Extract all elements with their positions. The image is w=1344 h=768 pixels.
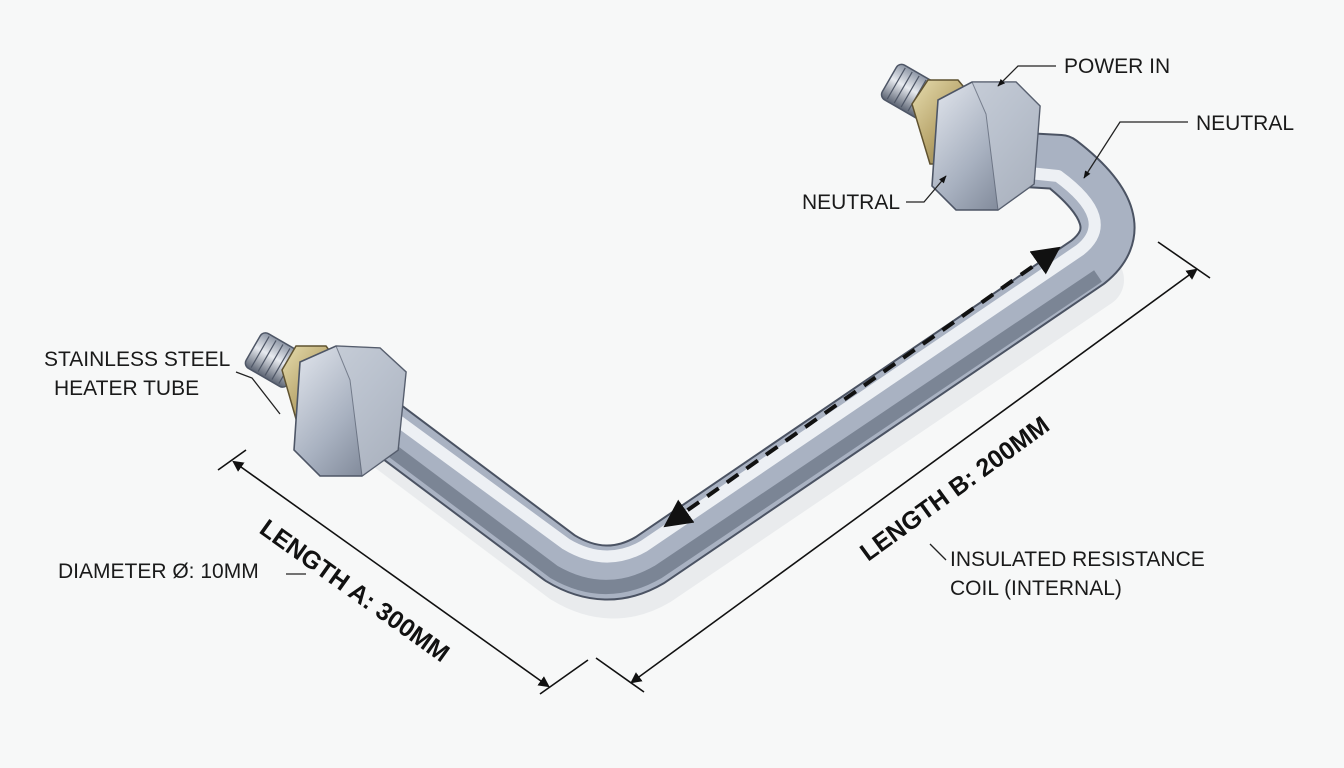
right-hex-face xyxy=(971,81,1041,211)
dim-a-line xyxy=(232,460,550,688)
dim-b-ext-left xyxy=(595,657,645,693)
leader-coil xyxy=(929,543,947,561)
left-fitting xyxy=(244,332,407,477)
label-coil-line1: INSULATED RESISTANCE xyxy=(950,548,1205,571)
label-diameter: DIAMETER Ø: 10MM xyxy=(58,560,259,583)
label-neutral-right: NEUTRAL xyxy=(1196,112,1294,135)
tube-body xyxy=(336,132,1134,599)
heater-tube xyxy=(330,130,1136,619)
dim-a-ext-right xyxy=(539,659,589,695)
length-a-label: LENGTH A: 300MM xyxy=(255,514,455,668)
label-neutral-left: NEUTRAL xyxy=(802,191,900,214)
leader-neutral-left xyxy=(906,175,947,203)
left-hex-face xyxy=(335,345,407,477)
dim-b-ext-right xyxy=(1157,241,1211,279)
leader-power-in xyxy=(997,65,1056,87)
label-tube-line2: HEATER TUBE xyxy=(54,377,199,400)
tube-highlight xyxy=(352,164,1101,563)
label-tube-line1: STAINLESS STEEL xyxy=(44,348,230,371)
leader-neutral-right xyxy=(1083,121,1188,179)
label-coil-line2: COIL (INTERNAL) xyxy=(950,577,1122,600)
dimension-length-b: LENGTH B: 200MM xyxy=(595,241,1211,693)
right-fitting xyxy=(880,63,1041,211)
label-power-in: POWER IN xyxy=(1064,55,1170,78)
dim-b-line xyxy=(630,268,1198,684)
leader-tube xyxy=(235,371,281,415)
dim-a-ext-left xyxy=(217,449,247,471)
leader-lines xyxy=(235,65,1188,575)
